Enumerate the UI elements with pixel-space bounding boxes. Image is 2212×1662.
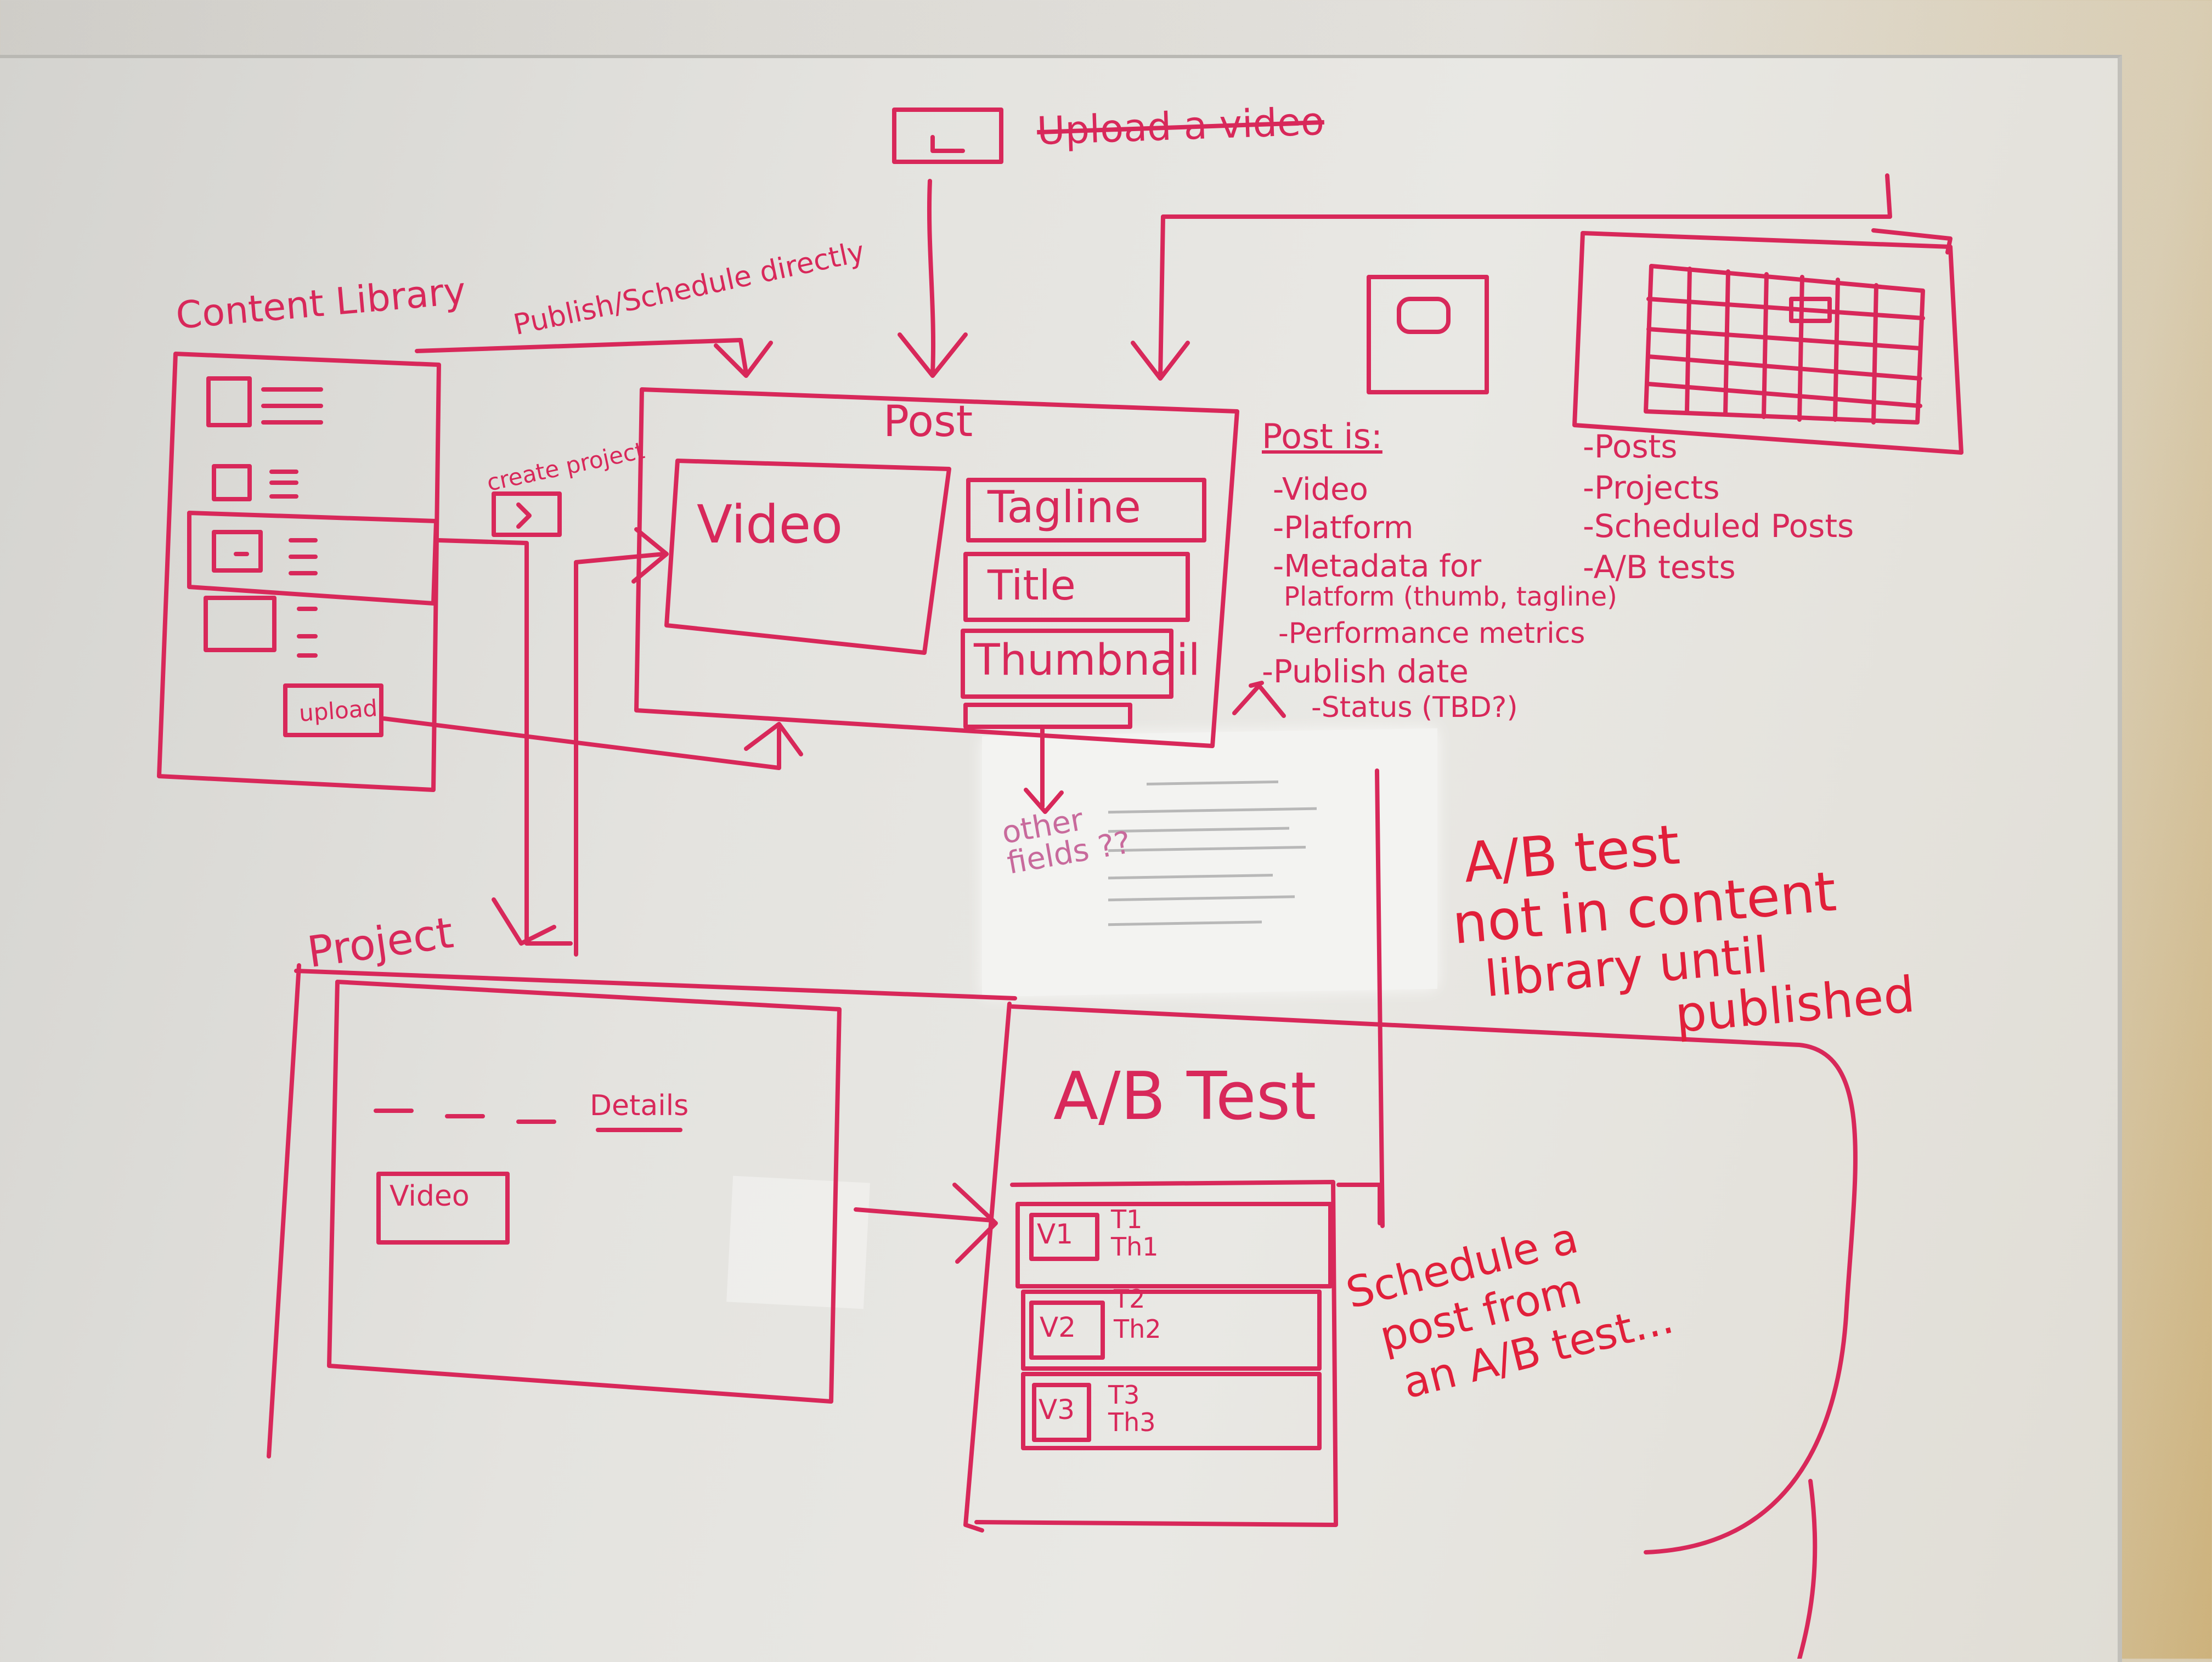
arrow-project-to-ab-test xyxy=(854,1183,998,1264)
ab-variant-version: V3 xyxy=(1039,1394,1075,1426)
arrow-upload-to-post xyxy=(898,179,968,378)
ab-test-title: A/B Test xyxy=(1053,1059,1317,1135)
arrow-library-to-project xyxy=(437,538,573,946)
calendar-item: -Projects xyxy=(1583,469,1720,506)
upload-button-label: upload xyxy=(298,694,379,727)
post-is-heading: Post is: xyxy=(1262,416,1383,456)
ab-variant-title: T2 xyxy=(1114,1284,1146,1314)
post-title: Post xyxy=(883,397,973,446)
ab-variant-version: V2 xyxy=(1040,1311,1076,1343)
post-field-thumbnail: Thumbnail xyxy=(974,636,1200,685)
post-field-tagline: Tagline xyxy=(988,482,1141,533)
post-is-item: -Status (TBD?) xyxy=(1311,691,1518,724)
post-is-item: Platform (thumb, tagline) xyxy=(1284,581,1617,612)
post-is-item: -Platform xyxy=(1273,510,1414,546)
project-panel xyxy=(267,963,1017,1459)
post-is-item: -Publish date xyxy=(1262,653,1469,690)
ab-variant-version: V1 xyxy=(1037,1218,1074,1250)
calendar-item: -Scheduled Posts xyxy=(1583,507,1854,545)
ab-test-note: A/B test not in content library until pu… xyxy=(1445,798,1917,1059)
arrow-upload-to-post-bottom xyxy=(382,716,803,770)
ab-variant-title: T3 xyxy=(1108,1380,1140,1410)
ab-variant-title: T1 xyxy=(1111,1205,1143,1234)
project-video-label: Video xyxy=(390,1180,470,1213)
post-panel xyxy=(634,387,1239,748)
ab-variant-thumb: Th2 xyxy=(1114,1314,1161,1344)
image-icon-inner xyxy=(1397,297,1451,334)
project-details-label: Details xyxy=(590,1089,689,1122)
calendar-item: -A/B tests xyxy=(1583,549,1736,586)
post-is-item: -Video xyxy=(1273,472,1368,507)
upload-video-label: Upload a video xyxy=(1036,98,1325,154)
post-video-label: Video xyxy=(697,495,843,555)
arrow-calendar-to-post xyxy=(1131,173,1892,381)
ab-test-panel xyxy=(963,1002,1858,1554)
create-project-icon xyxy=(492,491,562,537)
post-is-item: -Metadata for xyxy=(1273,549,1482,584)
calendar-grid xyxy=(1572,228,1963,455)
upload-video-icon xyxy=(892,108,1003,164)
arrow-list-to-post xyxy=(1232,681,1286,718)
ab-variant-thumb: Th1 xyxy=(1111,1232,1159,1262)
content-library-panel xyxy=(157,352,441,792)
post-field-title: Title xyxy=(988,561,1076,609)
ab-variant-thumb: Th3 xyxy=(1108,1407,1156,1437)
publish-schedule-arrow xyxy=(415,338,773,378)
arrow-project-to-post xyxy=(574,527,669,957)
arrow-post-to-other-fields xyxy=(1024,727,1064,814)
board-bottom-curve xyxy=(1797,1479,1818,1659)
divider-line xyxy=(1375,768,1385,1228)
calendar-item: -Posts xyxy=(1583,428,1678,465)
post-is-item: -Performance metrics xyxy=(1278,617,1585,650)
image-placeholder-icon xyxy=(1367,275,1489,394)
